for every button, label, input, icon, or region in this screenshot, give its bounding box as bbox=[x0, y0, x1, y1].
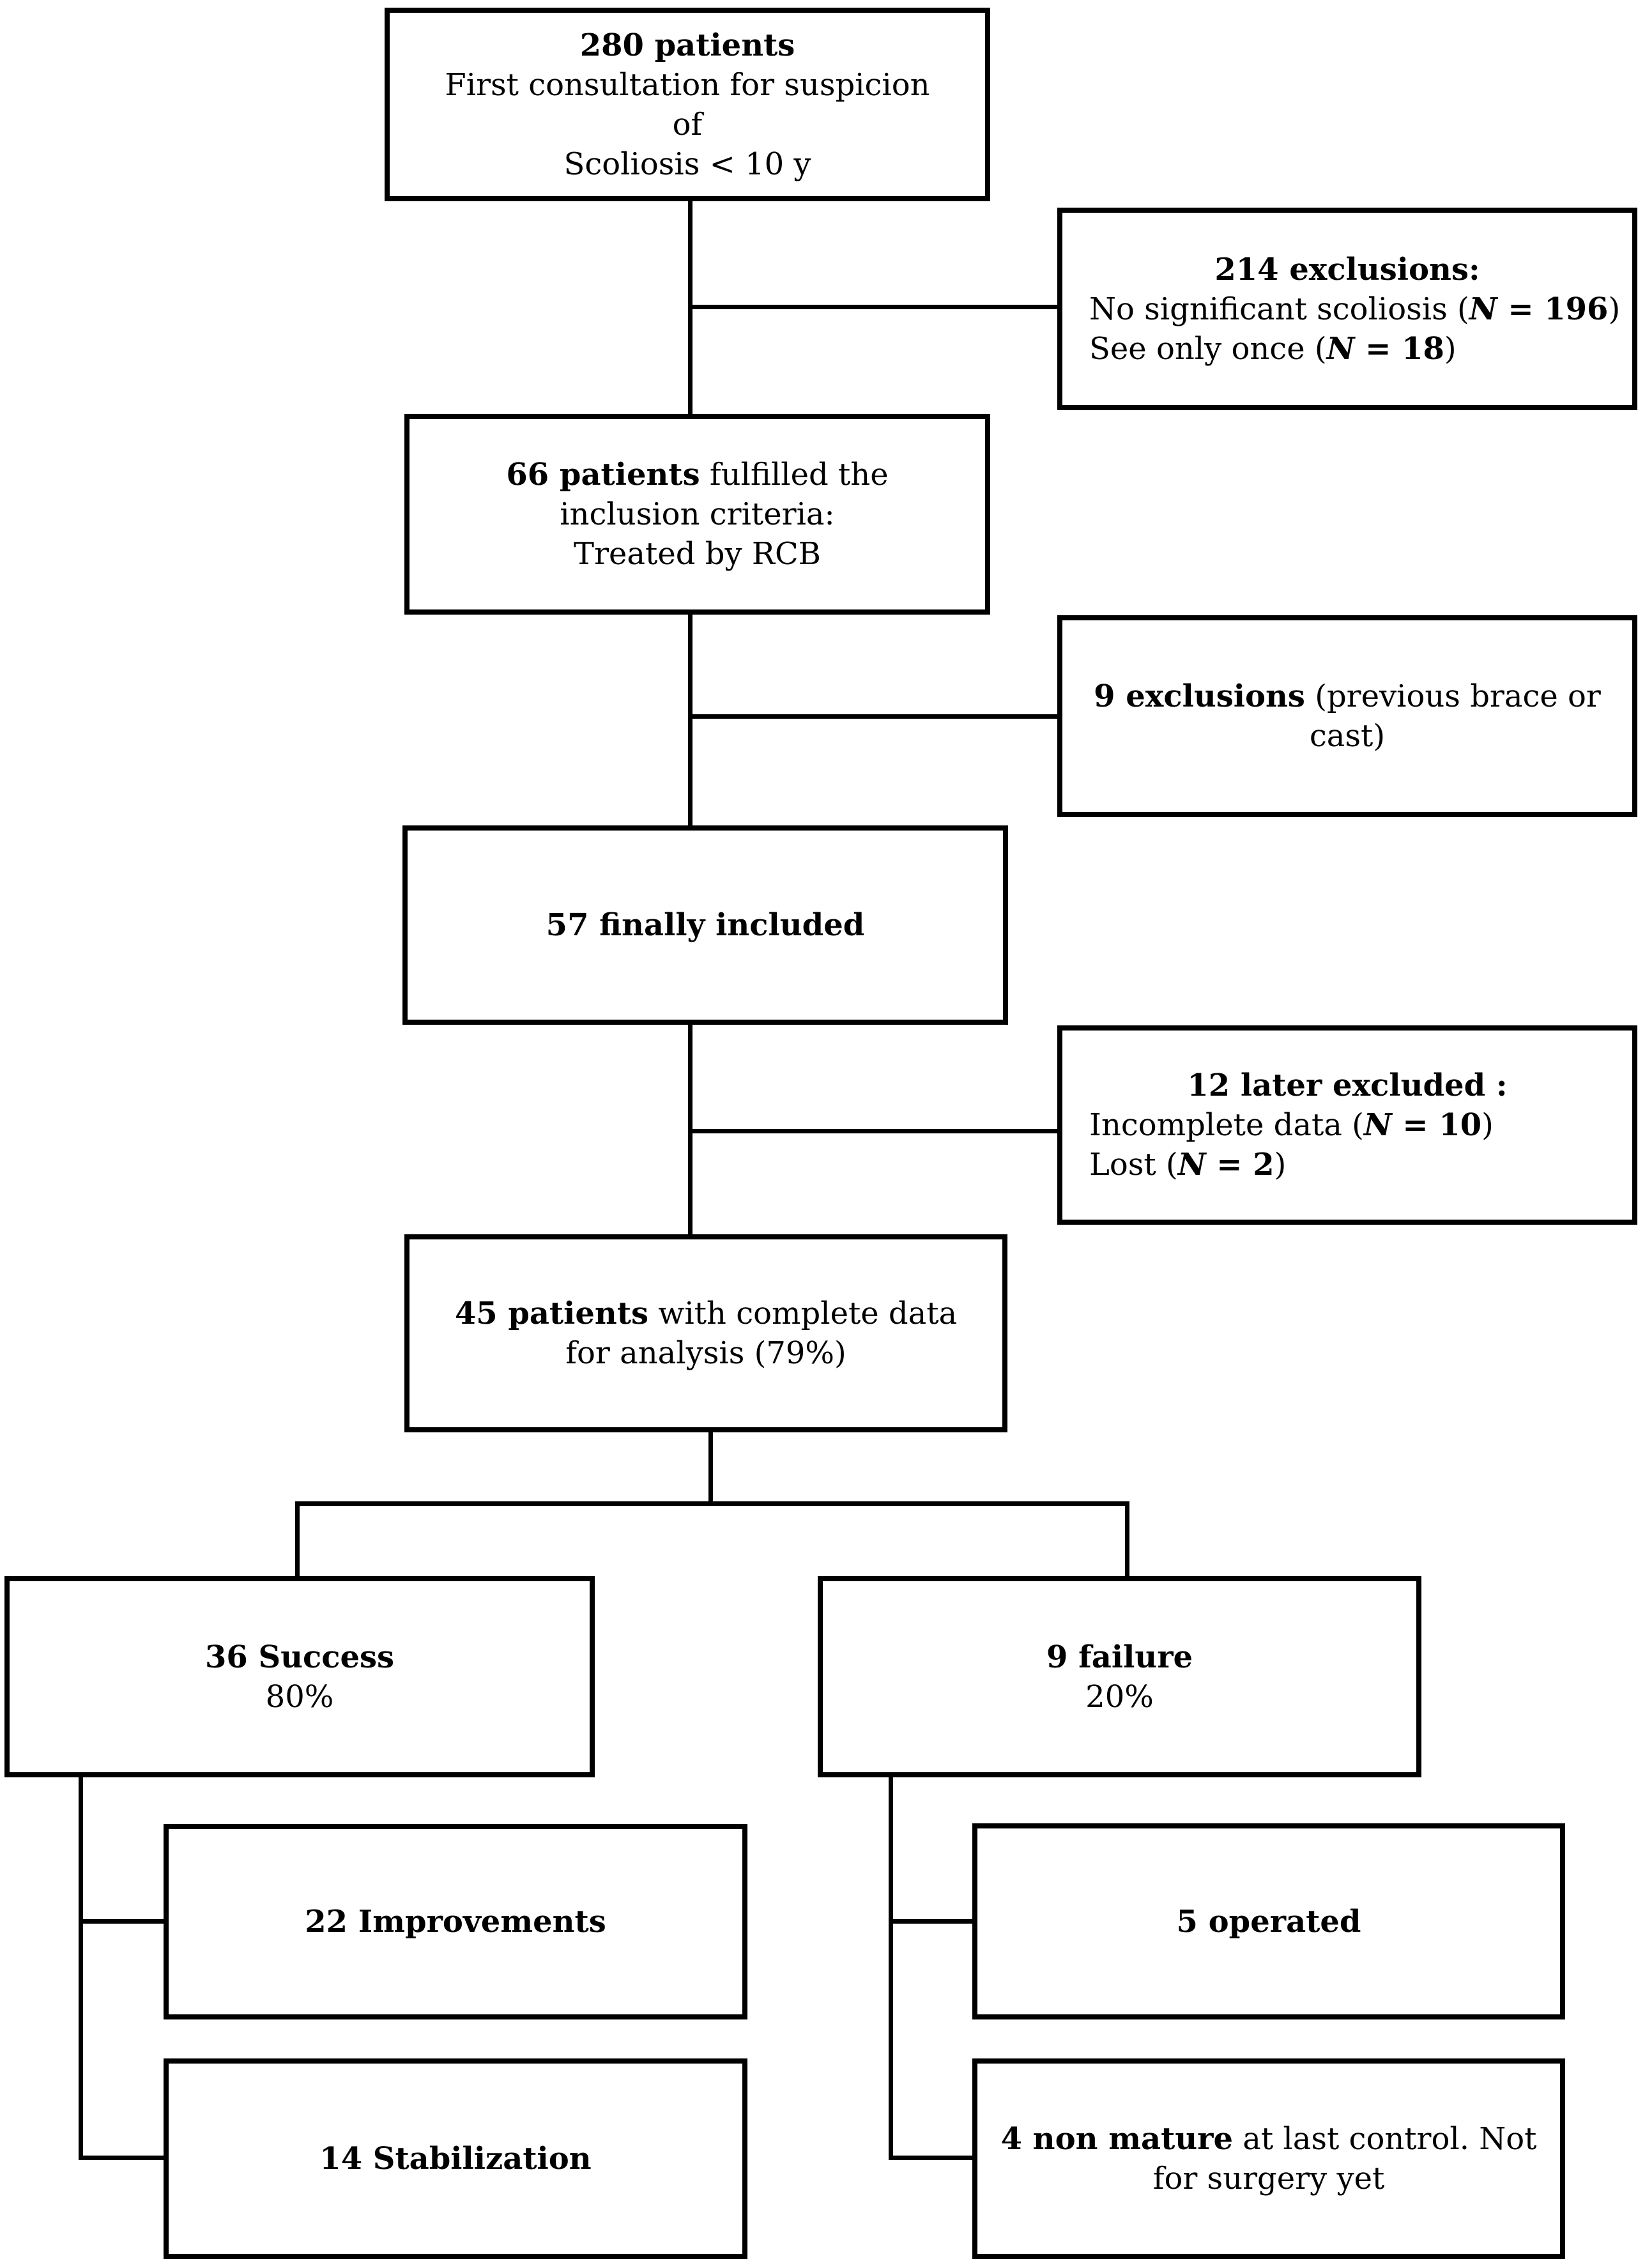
box-stabilization-text: 14 Stabilization bbox=[319, 2141, 592, 2177]
connector-complete-to-split bbox=[708, 1430, 713, 1505]
connector-stub-operated bbox=[889, 1919, 977, 1924]
box-operated-text: 5 operated bbox=[1176, 1903, 1361, 1940]
box-improvements-text: 22 Improvements bbox=[305, 1904, 606, 1940]
box-improvements: 22 Improvements bbox=[164, 1824, 747, 2019]
box-exclusions-214: 214 exclusions:No significant scoliosis … bbox=[1057, 208, 1637, 410]
box-stabilization: 14 Stabilization bbox=[164, 2058, 747, 2259]
connector-stub-stabilization bbox=[79, 2156, 168, 2160]
connector-split-to-success bbox=[295, 1501, 300, 1578]
connector-split-to-failure bbox=[1125, 1501, 1129, 1578]
connector-split-bar bbox=[295, 1501, 1129, 1506]
connector-branch-later-excluded bbox=[688, 1129, 1060, 1133]
box-later-excluded-12-text: 12 later excluded :Incomplete data (N = … bbox=[1089, 1068, 1508, 1183]
connector-stub-non-mature bbox=[889, 2156, 977, 2160]
connector-fulfilled-to-included bbox=[688, 612, 692, 828]
connector-branch-exclusions-9 bbox=[688, 714, 1060, 719]
box-exclusions-214-text: 214 exclusions:No significant scoliosis … bbox=[1089, 251, 1621, 367]
connector-stub-improvements bbox=[79, 1919, 168, 1924]
box-operated: 5 operated bbox=[972, 1823, 1565, 2019]
connector-branch-exclusions-214 bbox=[688, 305, 1060, 309]
box-finally-included: 57 finally included bbox=[402, 825, 1008, 1025]
connector-success-drop bbox=[79, 1775, 83, 2160]
connector-failure-drop bbox=[889, 1775, 893, 2160]
box-finally-included-text: 57 finally included bbox=[546, 907, 865, 943]
box-later-excluded-12: 12 later excluded :Incomplete data (N = … bbox=[1057, 1025, 1637, 1225]
